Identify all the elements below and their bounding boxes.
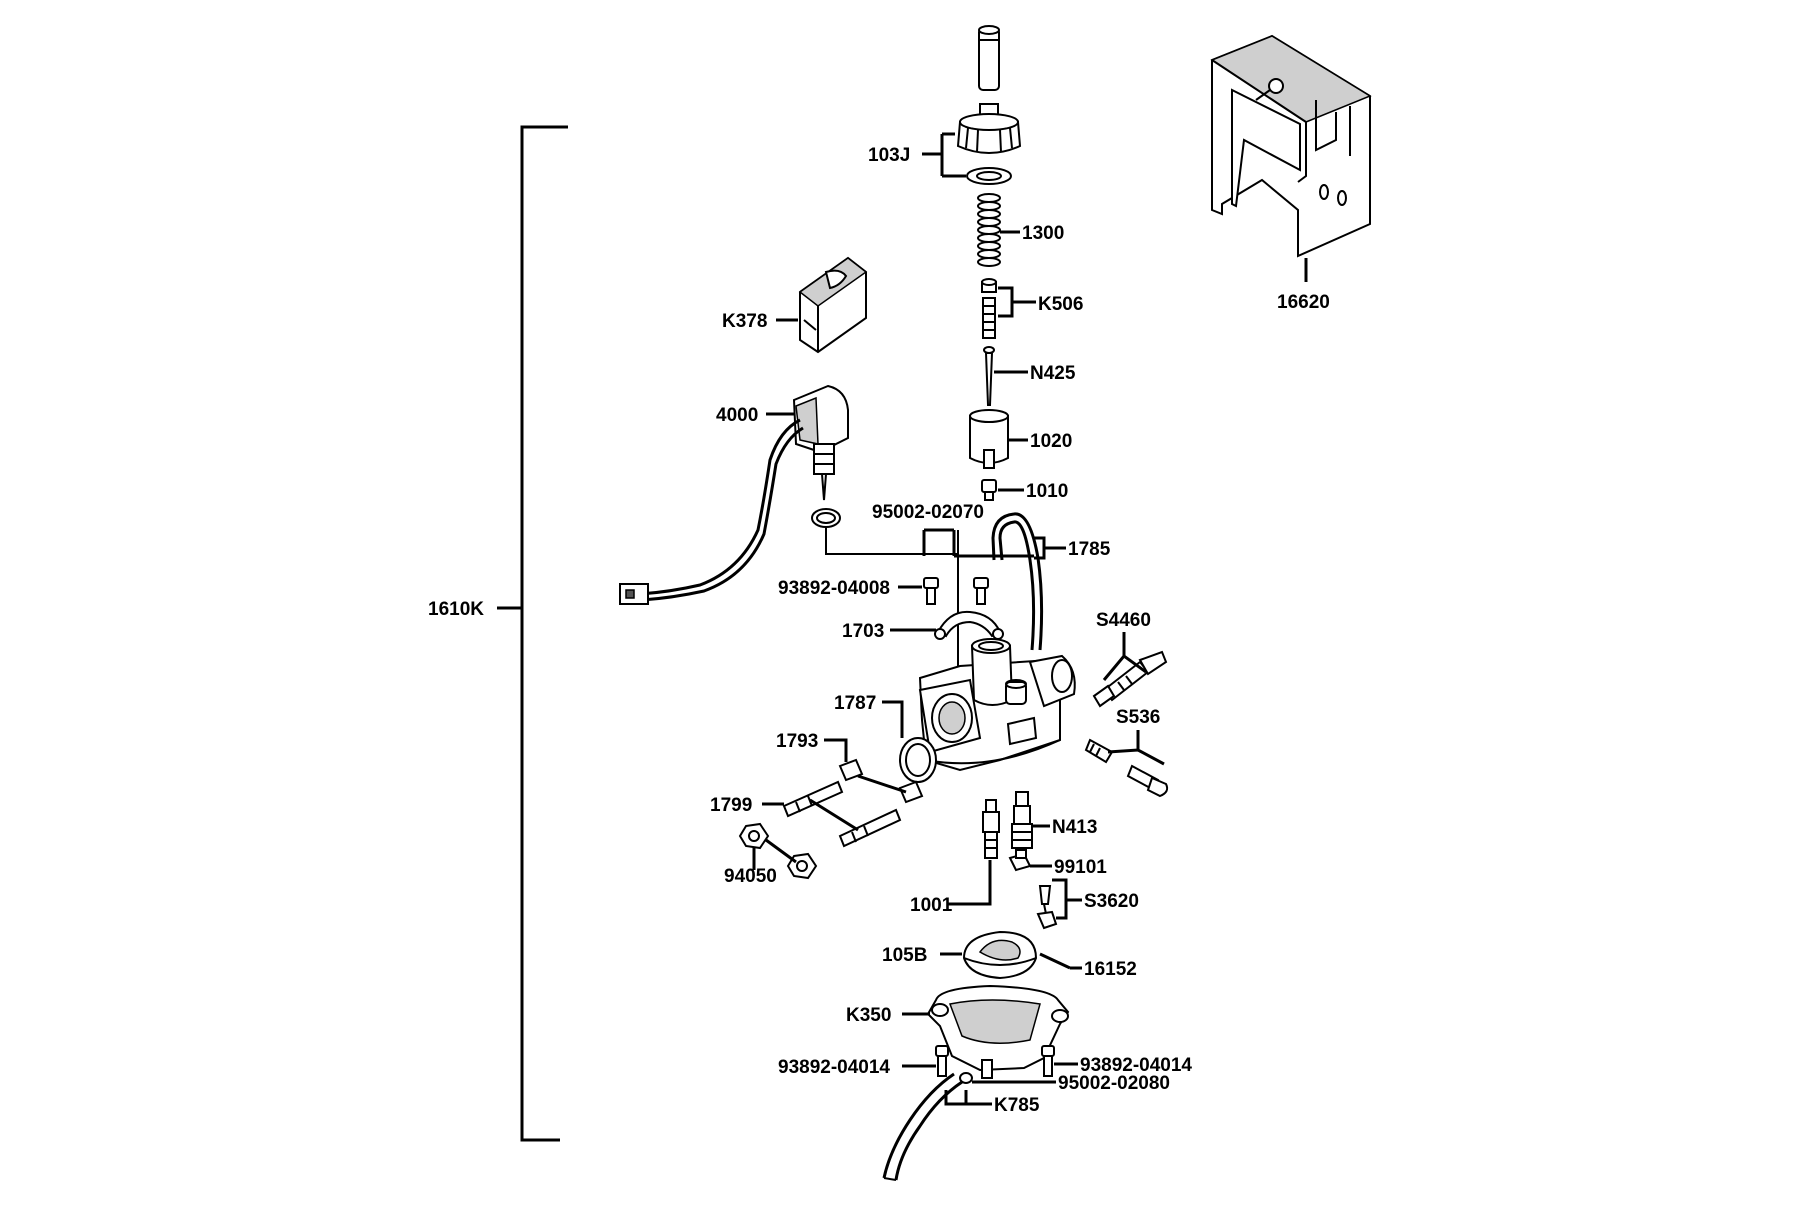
label-95002-02080: 95002-02080	[1058, 1073, 1170, 1094]
screw-S4460-part	[1092, 650, 1168, 708]
slide-1020-part	[969, 409, 1009, 469]
housing-16620-part	[1210, 34, 1372, 258]
label-16620: 16620	[1277, 292, 1330, 313]
jet-1001-part	[982, 799, 1000, 859]
jet-99101-part	[1008, 849, 1032, 872]
label-1020: 1020	[1030, 431, 1072, 452]
clip-K506-part	[981, 278, 997, 339]
assembly-bracket	[497, 125, 568, 1142]
label-1010: 1010	[1026, 481, 1068, 502]
bowl-screws-part	[935, 1045, 1055, 1077]
label-105B: 105B	[882, 945, 927, 966]
screw-S536-part	[1084, 738, 1169, 798]
label-1787: 1787	[834, 693, 876, 714]
hose-1785-part	[991, 512, 1044, 651]
studs-1799-part	[782, 780, 902, 848]
float-bowl-K350-part	[926, 984, 1070, 1079]
screws-93892-04008-part	[923, 577, 989, 605]
label-93892-04008: 93892-04008	[778, 578, 890, 599]
label-16152: 16152	[1084, 959, 1137, 980]
label-1793: 1793	[776, 731, 818, 752]
cover-K378-part	[798, 256, 868, 354]
label-1300: 1300	[1022, 223, 1064, 244]
label-1799: 1799	[710, 795, 752, 816]
o-ring-choke-part	[811, 508, 841, 528]
top-tube-part	[978, 25, 1000, 91]
label-K350: K350	[846, 1005, 891, 1026]
label-K378: K378	[722, 311, 767, 332]
drain-hose-K785-part	[882, 1072, 973, 1181]
jet-1010-part	[981, 479, 997, 501]
needle-N425-part	[983, 346, 995, 406]
spacers-1793-part	[838, 758, 924, 804]
float-105B-part	[962, 930, 1038, 980]
label-1001: 1001	[910, 895, 953, 916]
label-1785: 1785	[1068, 539, 1111, 560]
o-ring-1787-part	[899, 737, 937, 783]
label-K506: K506	[1038, 294, 1083, 315]
label-K785: K785	[994, 1095, 1040, 1116]
label-4000: 4000	[716, 405, 758, 426]
jet-N413-part	[1011, 791, 1033, 849]
label-N413: N413	[1052, 817, 1097, 838]
label-N425: N425	[1030, 363, 1076, 384]
label-95002-02070: 95002-02070	[872, 502, 984, 523]
spring-1300-part	[977, 193, 1001, 267]
label-S4460: S4460	[1096, 610, 1151, 631]
label-S536: S536	[1116, 707, 1160, 728]
label-1610K: 1610K	[428, 599, 484, 620]
label-103J: 103J	[868, 145, 910, 166]
carburetor-body-part	[918, 638, 1076, 772]
label-93892-04014-right: 93892-04014	[1080, 1055, 1192, 1076]
label-1703: 1703	[842, 621, 884, 642]
float-needle-S3620-part	[1036, 885, 1058, 930]
label-93892-04014-left: 93892-04014	[778, 1057, 890, 1078]
auto-choke-4000-part	[619, 384, 849, 605]
pin-16152-part	[1039, 952, 1071, 970]
label-94050: 94050	[724, 866, 777, 887]
cap-103J-part	[956, 103, 1022, 185]
label-S3620: S3620	[1084, 891, 1139, 912]
label-99101: 99101	[1054, 857, 1107, 878]
clamp-1703-part	[934, 610, 1004, 640]
